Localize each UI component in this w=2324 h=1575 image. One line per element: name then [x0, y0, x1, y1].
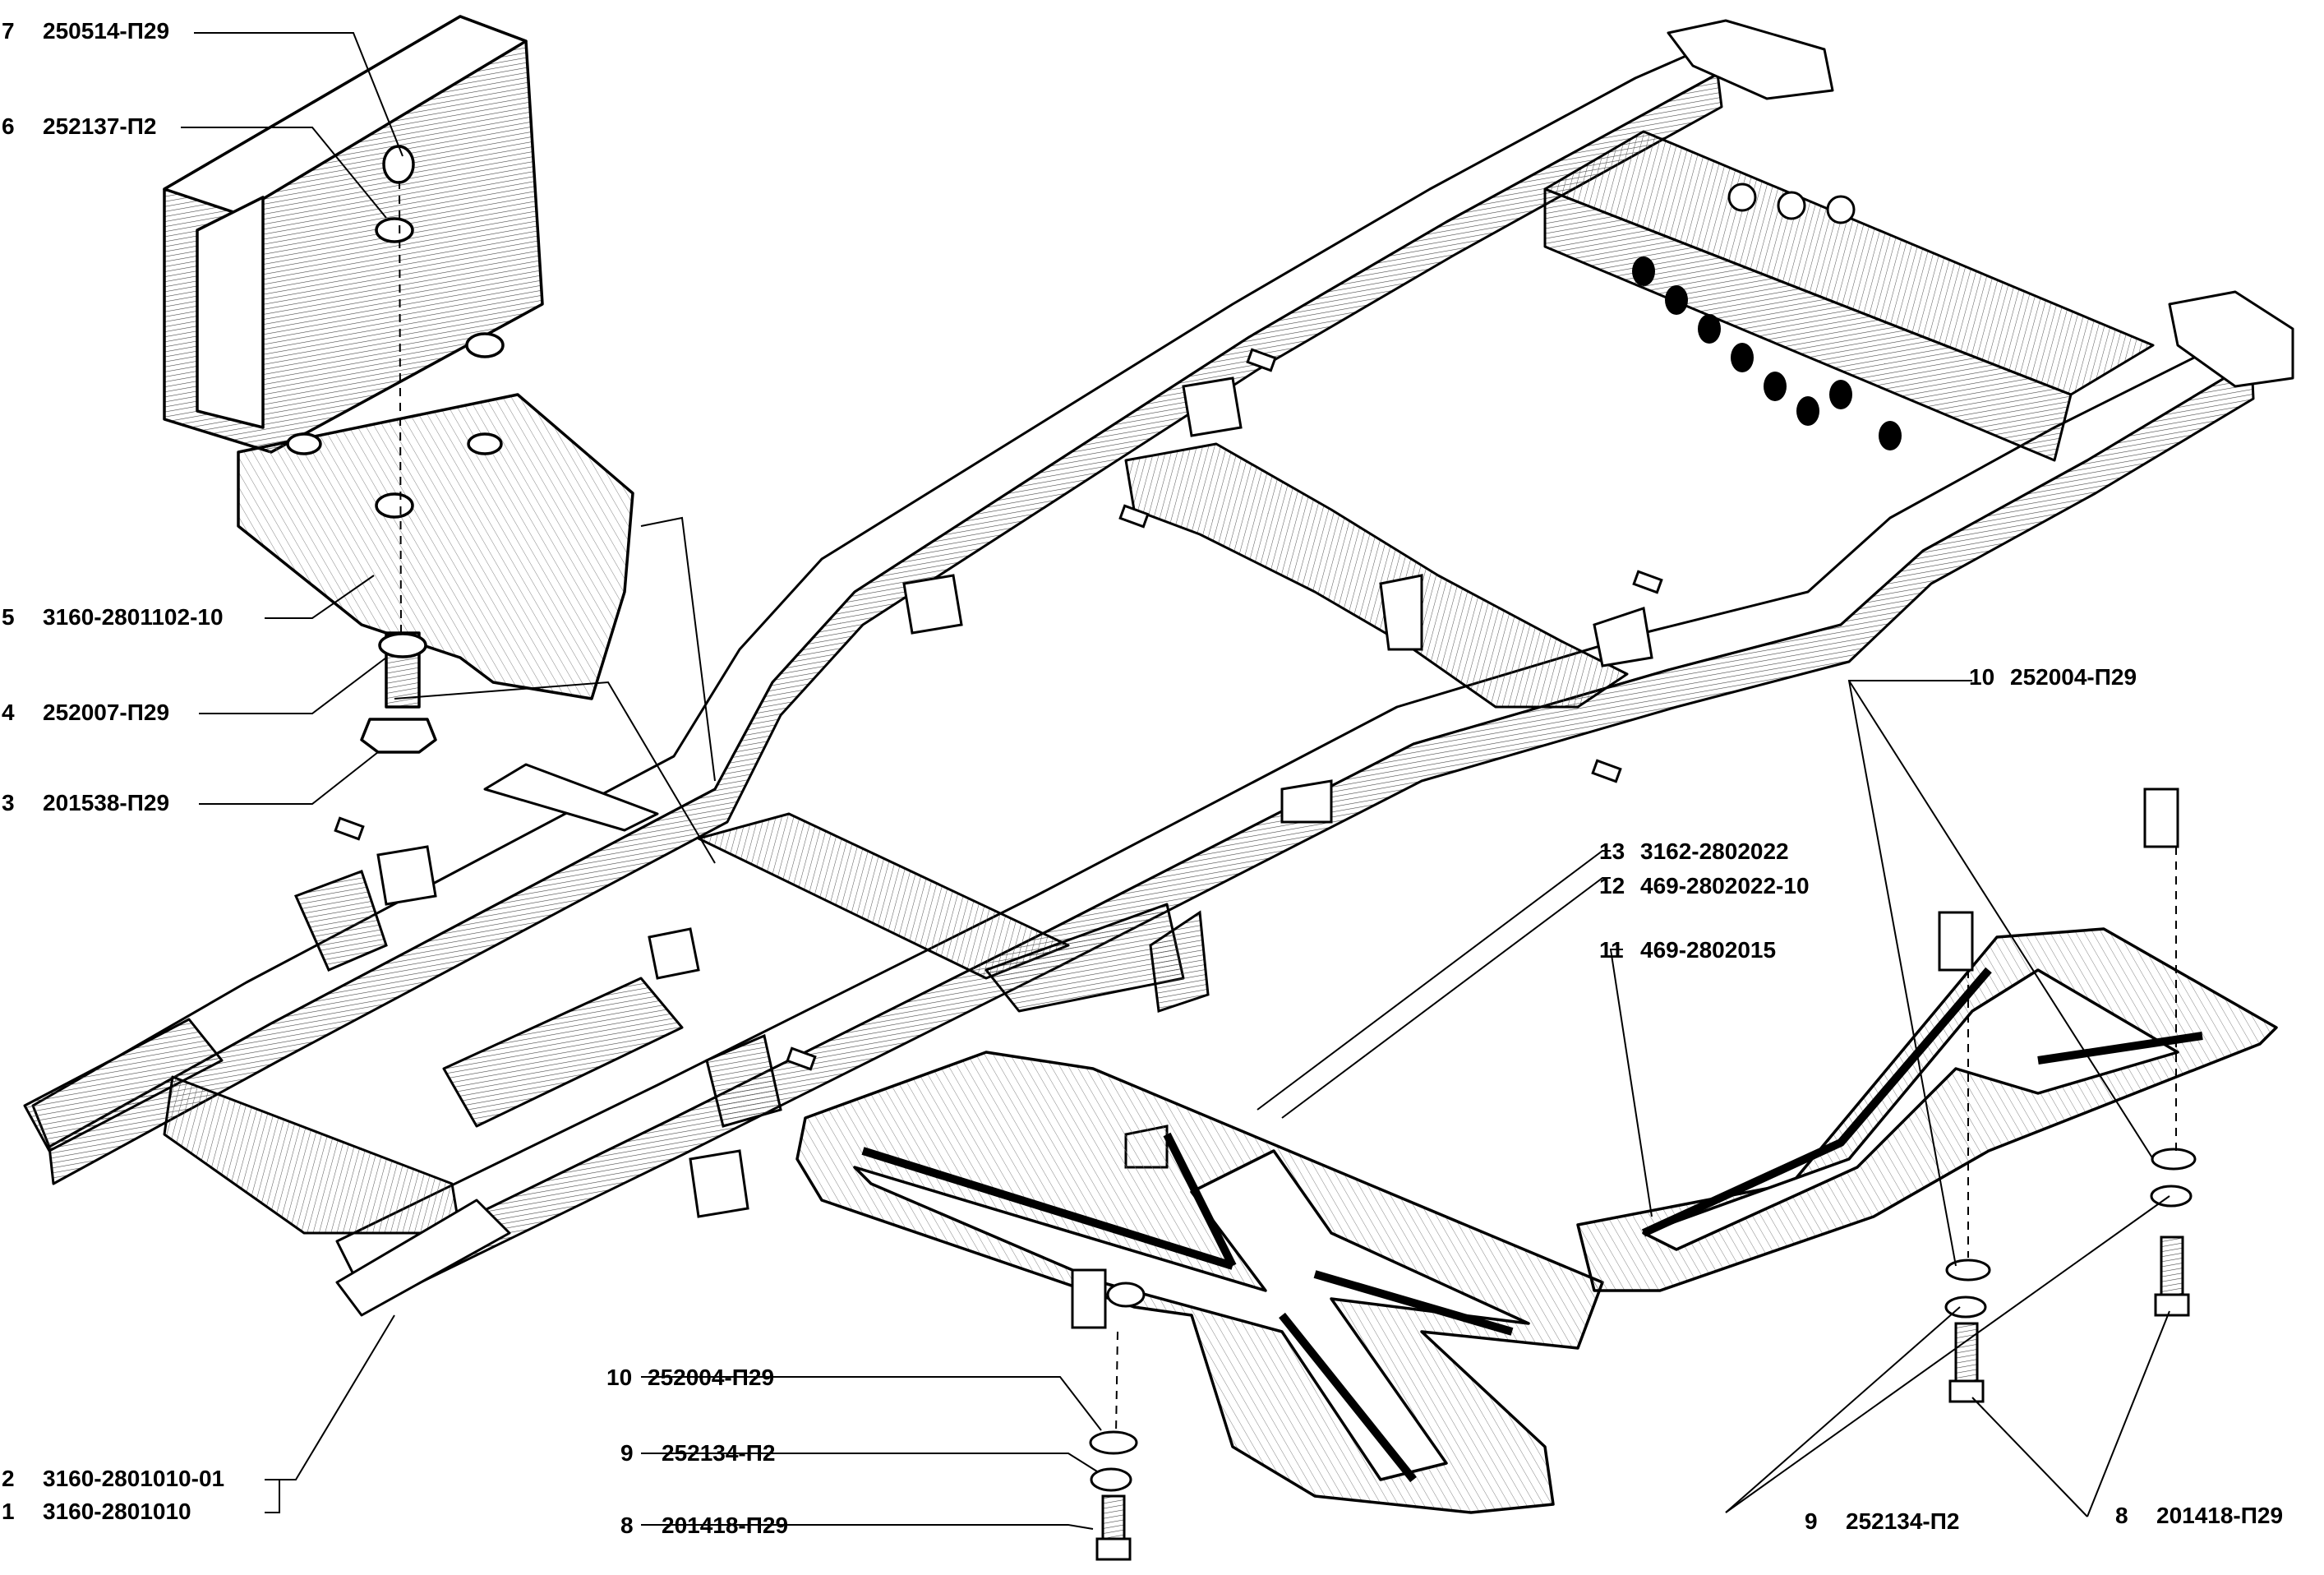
- skid-plate-large: [795, 1051, 1604, 1514]
- callout-number: 7: [2, 18, 15, 44]
- callout-9-right: 9 252134-П2: [1805, 1508, 1959, 1535]
- engine-mounts: [293, 870, 1210, 1128]
- front-crossmember: [697, 812, 1070, 980]
- part-code: 201538-П29: [43, 790, 170, 815]
- front-bumper-right: [335, 1199, 511, 1317]
- part-code: 469-2802015: [1640, 937, 1777, 963]
- callout-4: 4 252007-П29: [2, 700, 169, 726]
- callout-10-center: 10 252004-П29: [606, 1365, 774, 1391]
- part-code: 201418-П29: [662, 1513, 789, 1538]
- callout-number: 3: [2, 790, 15, 815]
- callout-7: 7 250514-П29: [2, 18, 169, 44]
- brackets: [376, 376, 1653, 1218]
- callout-8-right: 8 201418-П29: [2115, 1503, 2283, 1529]
- callout-11: 11 469-2802015: [1599, 937, 1776, 963]
- callout-number: 8: [2115, 1503, 2128, 1528]
- spring-bracket-inset: [163, 15, 634, 754]
- alignment-lines: [399, 180, 2177, 1435]
- part-code: 3160-2801010-01: [43, 1466, 225, 1491]
- callout-12: 12 469-2802022-10: [1599, 873, 1810, 899]
- front-bumper-left: [23, 1018, 224, 1152]
- part-code: 252134-П2: [1846, 1508, 1960, 1534]
- callout-number: 8: [620, 1513, 634, 1538]
- rear-end-left: [1667, 19, 1834, 100]
- callout-number: 1: [2, 1499, 15, 1524]
- part-code: 252134-П2: [662, 1440, 776, 1466]
- part-code: 201418-П29: [2156, 1503, 2284, 1528]
- part-code: 252137-П2: [43, 113, 157, 139]
- callout-number: 10: [606, 1365, 633, 1390]
- callout-number: 4: [2, 700, 15, 725]
- fastener-stack-center: [1071, 1268, 1146, 1561]
- callout-number: 9: [620, 1440, 634, 1466]
- callout-5: 5 3160-2801102-10: [2, 604, 224, 630]
- callout-number: 9: [1805, 1508, 1818, 1534]
- frame-bolts: [334, 348, 1663, 1071]
- chassis-frame: [23, 19, 2294, 1317]
- callout-number: 10: [1969, 664, 1995, 690]
- front-subframe: [163, 1075, 462, 1235]
- callout-number: 11: [1599, 937, 1624, 963]
- part-code: 3162-2802022: [1640, 838, 1789, 864]
- callout-10-right: 10 252004-П29: [1969, 664, 2137, 691]
- part-code: 252004-П29: [2010, 664, 2137, 690]
- callout-1: 1 3160-2801010: [2, 1499, 191, 1525]
- part-code: 3160-2801010: [43, 1499, 191, 1524]
- callout-13: 13 3162-2802022: [1599, 838, 1789, 865]
- callout-8-center: 8 201418-П29: [620, 1513, 788, 1539]
- callout-number: 6: [2, 113, 15, 139]
- callout-2: 2 3160-2801010-01: [2, 1466, 224, 1492]
- callout-3: 3 201538-П29: [2, 790, 169, 816]
- part-code: 469-2802022-10: [1640, 873, 1810, 898]
- middle-crossmember: [1124, 442, 1629, 709]
- callout-number: 12: [1599, 873, 1625, 898]
- part-code: 3160-2801102-10: [43, 604, 224, 630]
- callout-number: 5: [2, 604, 15, 630]
- leader-lines: [181, 32, 2170, 1530]
- part-code: 252004-П29: [648, 1365, 775, 1390]
- callout-9-center: 9 252134-П2: [620, 1440, 775, 1466]
- bracket-plate: [237, 393, 634, 700]
- callout-6: 6 252137-П2: [2, 113, 156, 140]
- part-code: 250514-П29: [43, 18, 170, 44]
- rear-end-right: [2168, 290, 2294, 388]
- callout-number: 13: [1599, 838, 1625, 864]
- crossmember-holes: [1632, 182, 1902, 450]
- part-code: 252007-П29: [43, 700, 170, 725]
- callout-number: 2: [2, 1466, 15, 1491]
- fastener-stack-right: [1938, 788, 2197, 1403]
